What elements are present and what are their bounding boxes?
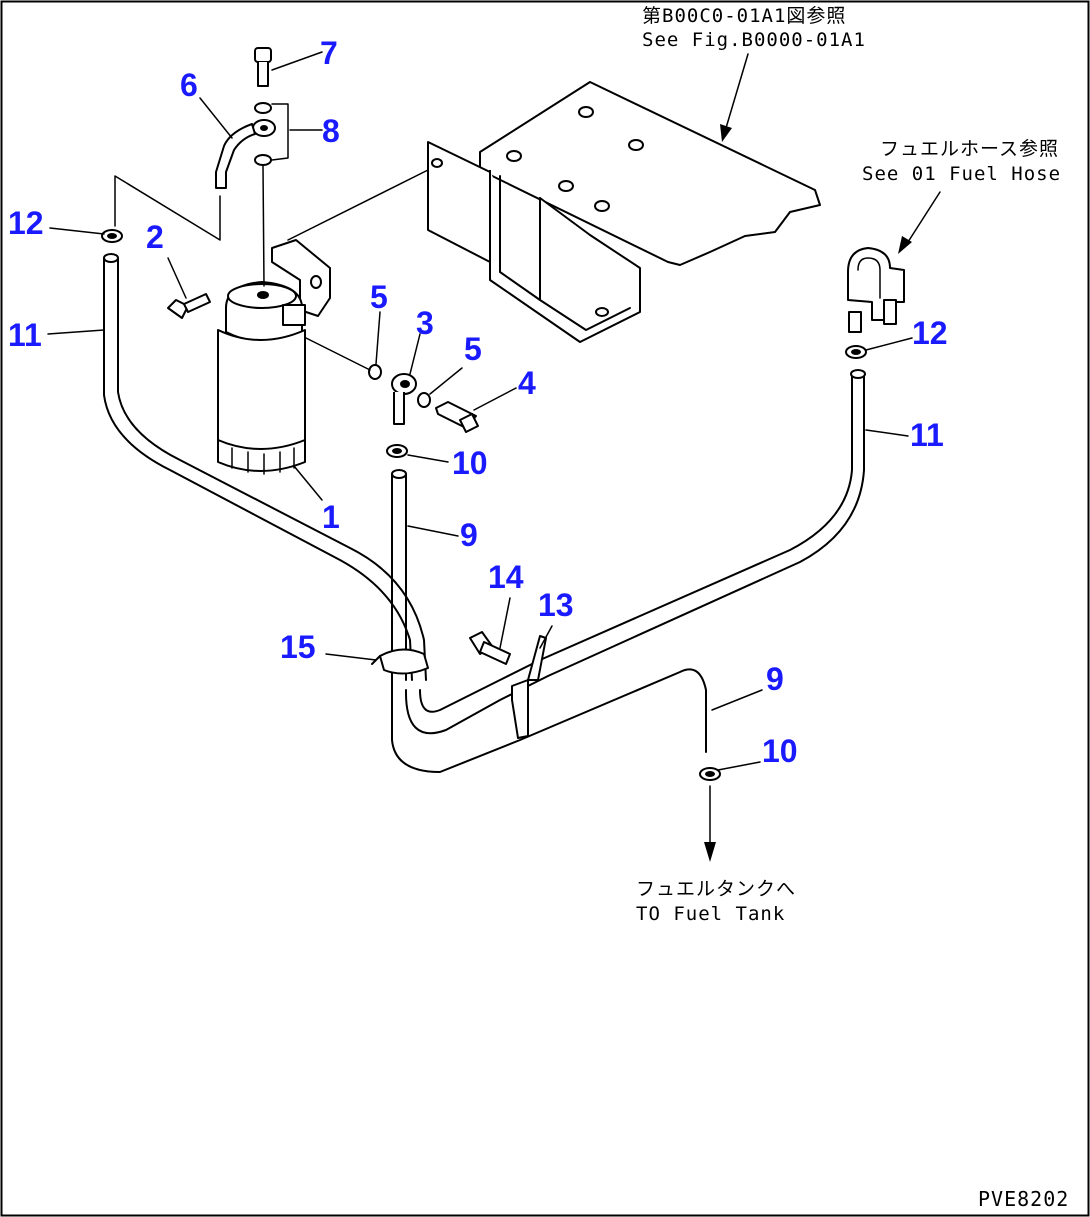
- callout-6: 6: [180, 67, 198, 103]
- hose-9-middle: [386, 444, 707, 773]
- callout-9-lower: 9: [766, 661, 784, 697]
- eye-joint-6: [215, 119, 276, 189]
- leader-6-12: [114, 175, 221, 241]
- callout-1: 1: [322, 499, 340, 535]
- callout-10-bottom: 10: [762, 733, 798, 769]
- arrow-to-tank: [704, 785, 716, 862]
- clamp-12-left: [101, 229, 123, 243]
- arrow-frame-ref: [720, 53, 749, 142]
- washer-5-right: [417, 392, 431, 408]
- note-hose-ref-jp: フュエルホース参照: [880, 138, 1059, 160]
- note-tank-jp: フュエルタンクへ: [636, 878, 796, 900]
- callout-3: 3: [416, 305, 434, 341]
- note-frame-ref-jp: 第B00C0-01A1図参照: [642, 5, 846, 27]
- callout-8: 8: [322, 113, 340, 149]
- clamp-12-right: [845, 345, 867, 359]
- note-hose-ref-en: See 01 Fuel Hose: [862, 163, 1061, 185]
- bolt-14: [469, 631, 511, 665]
- callout-14: 14: [488, 559, 524, 595]
- frame-bracket: [427, 81, 821, 343]
- hose-11-right: [404, 369, 866, 735]
- bracket-8: [271, 103, 289, 161]
- clamp-10-bottom: [699, 767, 721, 781]
- fuel-filter: [217, 239, 331, 475]
- callout-4: 4: [518, 365, 536, 401]
- bolt-2: [167, 293, 211, 319]
- fuel-hose-connector: [847, 247, 905, 333]
- callout-12-left: 12: [8, 205, 44, 241]
- leader-frame: [287, 169, 429, 241]
- callout-5-left: 5: [370, 279, 388, 315]
- bolt-4: [435, 401, 479, 433]
- callout-15: 15: [280, 629, 316, 665]
- eye-joint-3: [391, 373, 417, 425]
- callout-2: 2: [146, 219, 164, 255]
- callout-5-right: 5: [464, 331, 482, 367]
- callout-11-right: 11: [910, 417, 944, 453]
- callout-7: 7: [320, 35, 338, 71]
- callout-11-left: 11: [8, 317, 42, 353]
- leader-bolt-axis: [262, 165, 265, 287]
- hose-11-left: [103, 253, 427, 681]
- clamp-15: [371, 648, 429, 675]
- bracket-13: [511, 635, 547, 739]
- washer-8-top: [254, 102, 272, 114]
- leader-axis-5: [305, 337, 371, 371]
- callout-12-right: 12: [912, 315, 948, 351]
- note-tank-en: TO Fuel Tank: [636, 903, 785, 925]
- callout-leaders: [47, 51, 913, 771]
- washer-8-bottom: [254, 154, 272, 166]
- bolt-7: [254, 47, 272, 87]
- drawing-code: PVE8202: [978, 1187, 1069, 1211]
- callout-13: 13: [538, 587, 574, 623]
- callout-10-top: 10: [452, 445, 488, 481]
- arrow-hose-ref: [898, 191, 941, 254]
- note-frame-ref-en: See Fig.B0000-01A1: [642, 29, 866, 51]
- washer-5-left: [368, 364, 382, 380]
- callout-9-middle: 9: [460, 517, 478, 553]
